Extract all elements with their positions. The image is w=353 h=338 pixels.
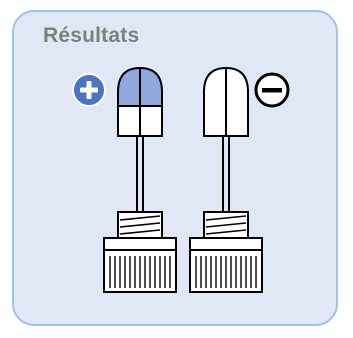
negative-swab xyxy=(189,66,263,293)
plus-circle-icon xyxy=(72,73,106,107)
minus-circle-icon xyxy=(254,72,290,108)
results-title: Résultats xyxy=(43,24,140,47)
positive-swab xyxy=(103,66,177,293)
